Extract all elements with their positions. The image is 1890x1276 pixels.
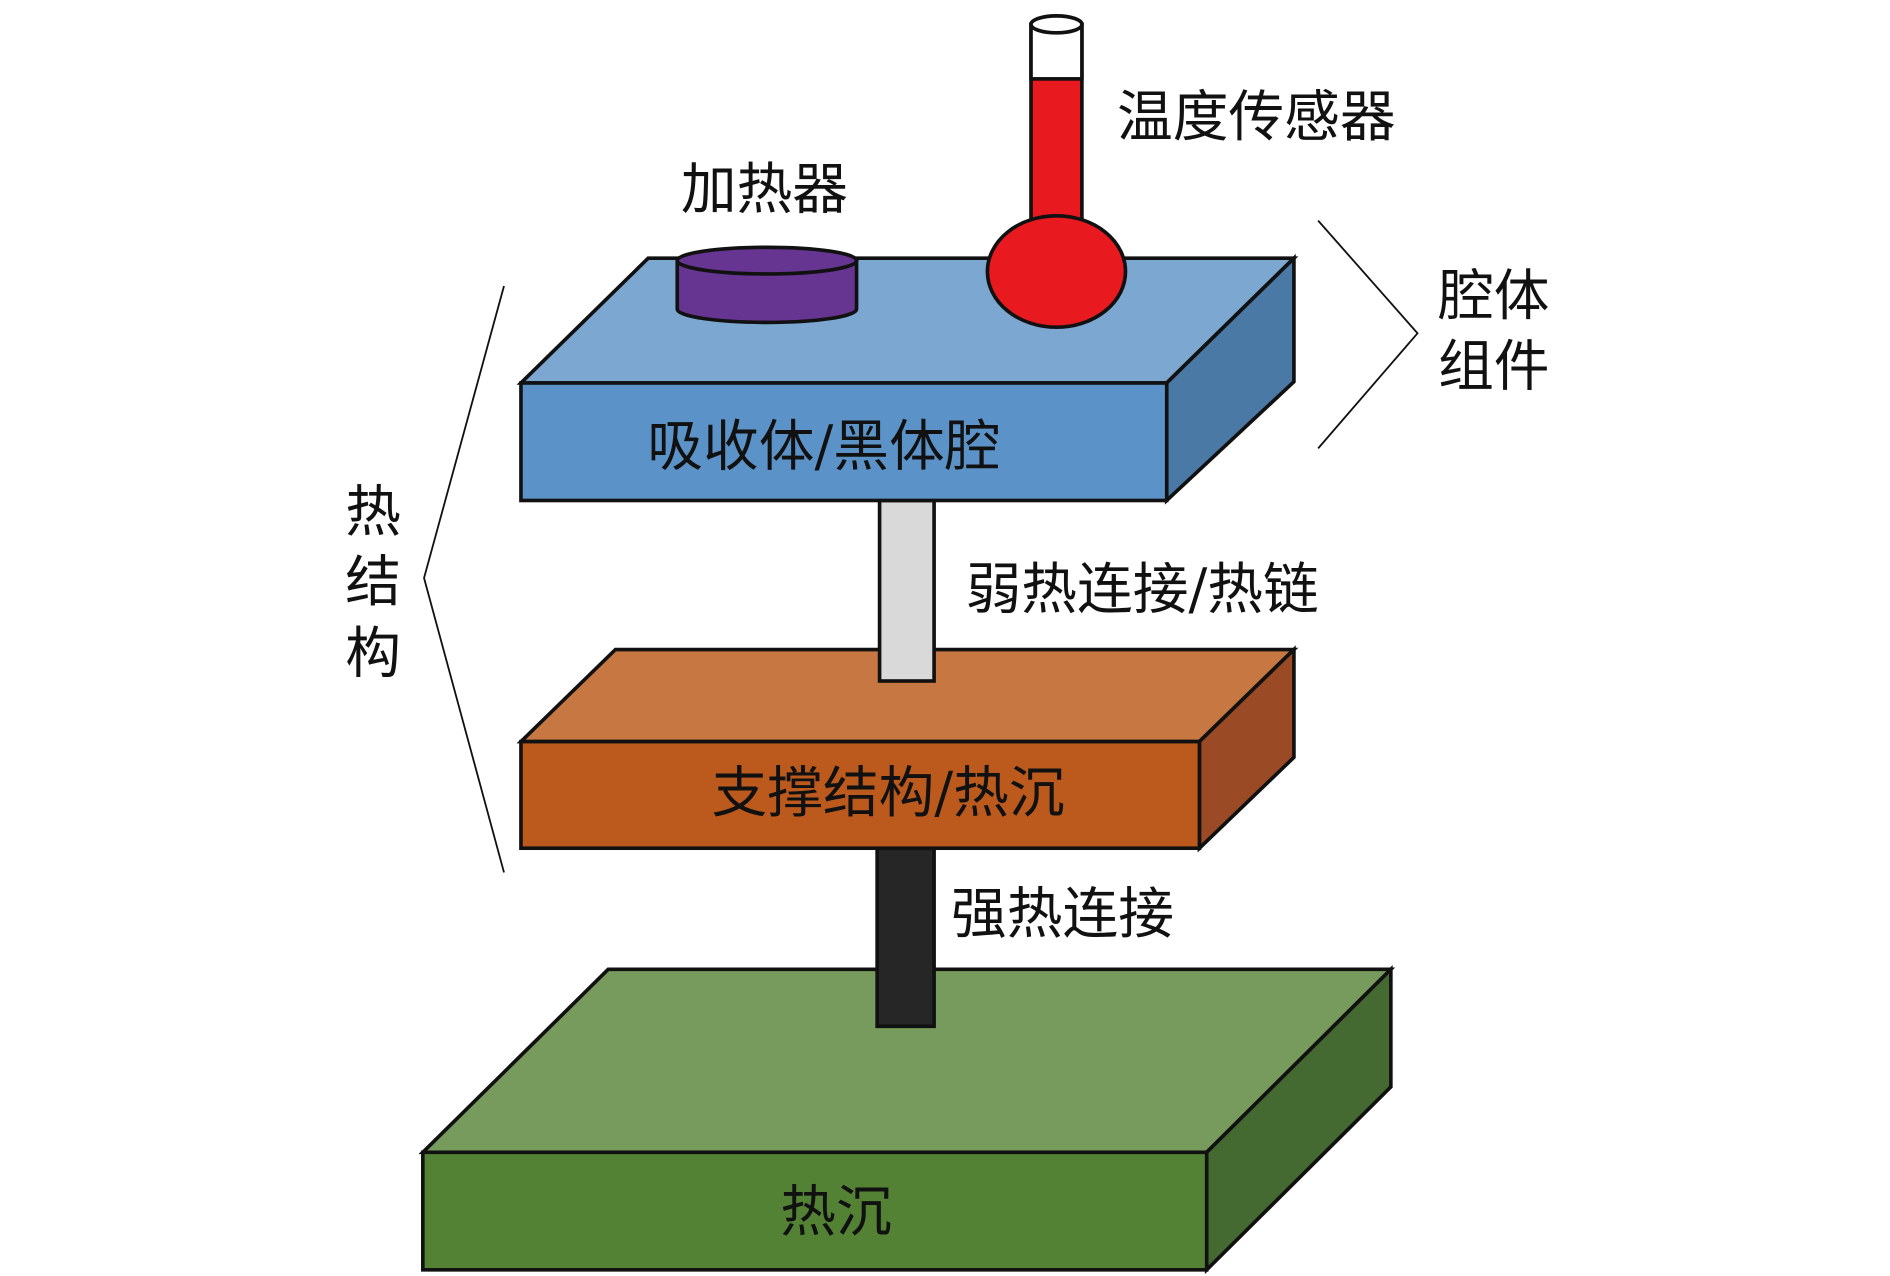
thermal-structure-bracket [423, 285, 505, 873]
heater-label: 加热器 [681, 158, 848, 223]
heat-sink-label: 热沉 [780, 1180, 891, 1245]
support-block [516, 645, 1299, 853]
strong-link-label: 强热连接 [951, 882, 1174, 947]
weak-link-label: 弱热连接/热链 [966, 557, 1319, 622]
strong-thermal-link-rod [875, 846, 936, 1029]
thermal-structure-label-2: 结 [345, 550, 401, 615]
cavity-assembly-label-1: 腔体 [1438, 264, 1549, 329]
support-label: 支撑结构/热沉 [712, 761, 1065, 826]
weak-thermal-link-rod [877, 498, 936, 683]
heat-sink-block [418, 964, 1396, 1275]
thermometer-icon [985, 14, 1128, 330]
thermal-structure-label-1: 热 [345, 480, 401, 545]
temperature-sensor-label: 温度传感器 [1117, 85, 1396, 150]
cavity-assembly-bracket [1317, 220, 1419, 449]
heater-cylinder [675, 245, 859, 325]
thermal-structure-label-3: 构 [345, 622, 401, 687]
cavity-assembly-label-2: 组件 [1438, 334, 1549, 399]
absorber-label: 吸收体/黑体腔 [647, 414, 1000, 479]
